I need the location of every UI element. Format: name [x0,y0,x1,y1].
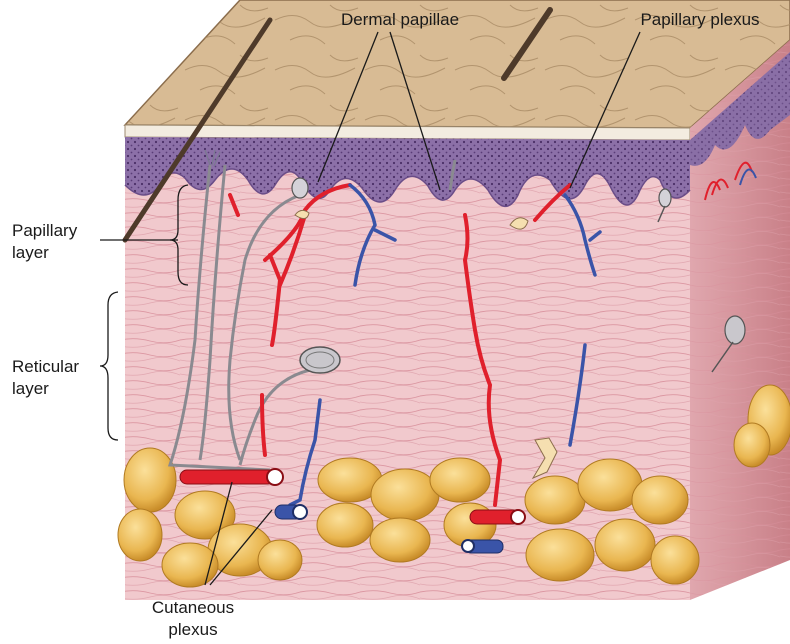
label-reticular-layer-2: layer [12,379,49,398]
label-cutaneous-plexus-1: Cutaneous [152,598,234,617]
label-cutaneous-plexus-2: plexus [168,620,217,639]
label-papillary-plexus: Papillary plexus [640,10,759,29]
dermis-side [690,40,790,600]
label-papillary-layer-2: layer [12,243,49,262]
bracket-reticular-layer [100,292,118,440]
label-reticular-layer-1: Reticular [12,357,79,376]
label-dermal-papillae: Dermal papillae [341,10,459,29]
sensory-corpuscle-side [725,316,745,344]
label-papillary-layer-1: Papillary [12,221,78,240]
